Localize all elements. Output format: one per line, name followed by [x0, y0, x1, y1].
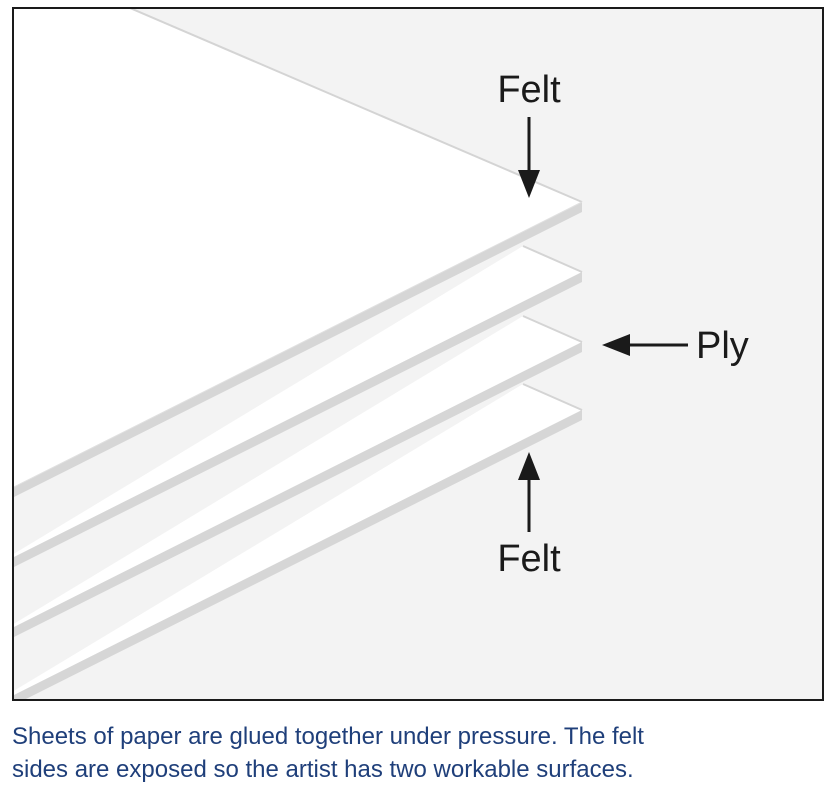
caption-line-1: Sheets of paper are glued together under… — [12, 723, 644, 750]
figure-caption: Sheets of paper are glued together under… — [12, 720, 812, 786]
label-felt-top: Felt — [497, 69, 561, 111]
paper-sheet-3 — [14, 315, 583, 637]
paper-layers-diagram: Felt Ply Felt — [12, 7, 824, 701]
arrow-up-icon — [518, 452, 540, 532]
caption-line-2: sides are exposed so the artist has two … — [12, 756, 634, 783]
arrow-down-icon — [518, 117, 540, 198]
paper-sheet-1 — [14, 9, 583, 497]
label-ply: Ply — [696, 325, 749, 367]
paper-sheet-4 — [14, 383, 583, 699]
paper-sheet-2 — [14, 245, 583, 567]
label-felt-bottom: Felt — [497, 538, 561, 580]
arrow-left-icon — [602, 334, 688, 356]
diagram-frame: Felt Ply Felt — [12, 7, 824, 701]
